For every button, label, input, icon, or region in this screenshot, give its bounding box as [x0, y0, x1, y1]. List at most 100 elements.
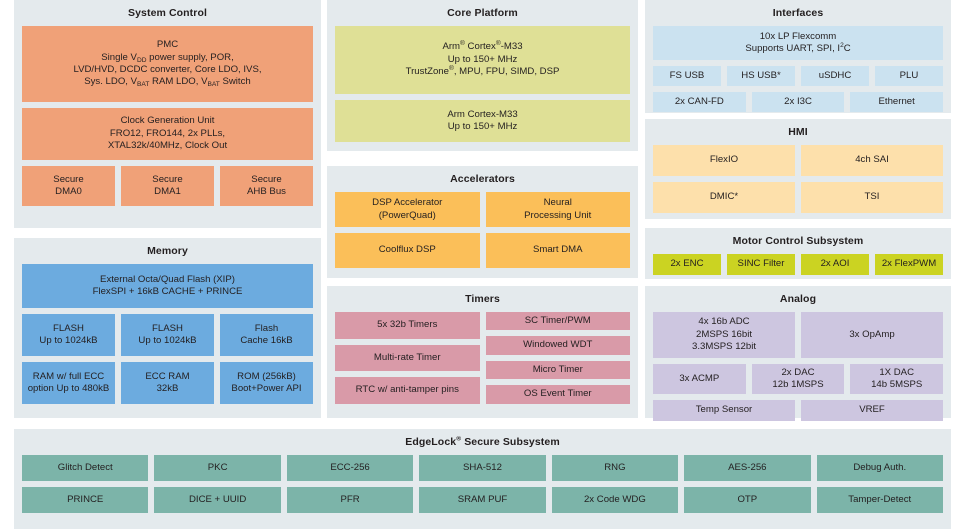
block-rtc[interactable]: RTC w/ anti-tamper pins	[335, 377, 480, 404]
i3c-label: 2x I3C	[784, 95, 812, 107]
block-clock-generation-unit[interactable]: Clock Generation Unit FRO12, FRO144, 2x …	[22, 108, 313, 160]
block-flash-2[interactable]: FLASH Up to 1024kB	[121, 314, 214, 356]
usdhc-label: uSDHC	[818, 69, 852, 81]
block-aes-256[interactable]: AES-256	[684, 455, 811, 481]
block-flexio[interactable]: FlexIO	[653, 145, 795, 176]
ecc-ram-line-2: 32kB	[156, 383, 179, 394]
block-sha-512[interactable]: SHA-512	[419, 455, 546, 481]
panel-motor-control-subsystem: Motor Control Subsystem 2x ENC SINC Filt…	[645, 228, 951, 279]
block-dsp-accelerator[interactable]: DSP Accelerator (PowerQuad)	[335, 192, 480, 227]
block-micro-timer[interactable]: Micro Timer	[485, 360, 630, 380]
dac1-line-1: 1X DAC	[879, 366, 914, 378]
panel-accelerators: Accelerators DSP Accelerator (PowerQuad)…	[327, 166, 638, 278]
cgu-line-2: FRO12, FRO144, 2x PLLs,	[109, 127, 226, 139]
block-32b-timers[interactable]: 5x 32b Timers	[335, 312, 480, 339]
block-2x-code-wdg[interactable]: 2x Code WDG	[551, 487, 679, 513]
block-temp-sensor[interactable]: Temp Sensor	[653, 400, 795, 421]
panel-core-platform: Core Platform Arm® Cortex®-M33 Up to 150…	[327, 0, 638, 151]
block-otp[interactable]: OTP	[684, 487, 811, 513]
opamp-label: 3x OpAmp	[849, 328, 895, 340]
block-os-event-timer[interactable]: OS Event Timer	[485, 385, 630, 404]
block-smart-dma[interactable]: Smart DMA	[485, 233, 630, 268]
block-secure-dma1[interactable]: Secure DMA1	[121, 166, 214, 206]
tsi-label: TSI	[864, 191, 880, 203]
block-plu[interactable]: PLU	[875, 66, 943, 86]
block-external-flash-xip[interactable]: External Octa/Quad Flash (XIP) FlexSPI +…	[22, 264, 313, 308]
block-usdhc[interactable]: uSDHC	[801, 66, 869, 86]
ethernet-label: Ethernet	[878, 95, 915, 107]
block-coolflux-dsp[interactable]: Coolflux DSP	[335, 233, 480, 268]
rom-line-2: Boot+Power API	[231, 383, 302, 394]
block-glitch-detect[interactable]: Glitch Detect	[22, 455, 149, 481]
block-rng[interactable]: RNG	[551, 455, 679, 481]
block-4ch-sai[interactable]: 4ch SAI	[801, 145, 943, 176]
block-vref[interactable]: VREF	[801, 400, 943, 421]
core1-line-3: TrustZone®, MPU, FPU, SIMD, DSP	[405, 65, 560, 78]
block-3x-opamp[interactable]: 3x OpAmp	[801, 312, 943, 358]
block-2x-enc[interactable]: 2x ENC	[653, 254, 721, 275]
dac2-line-1: 2x DAC	[781, 366, 815, 378]
block-rom[interactable]: ROM (256kB) Boot+Power API	[220, 362, 313, 404]
block-ecc-ram[interactable]: ECC RAM 32kB	[121, 362, 214, 404]
block-windowed-wdt[interactable]: Windowed WDT	[485, 336, 630, 355]
block-hs-usb[interactable]: HS USB*	[727, 66, 795, 86]
block-secure-ahb-bus[interactable]: Secure AHB Bus	[220, 166, 313, 206]
block-pkc[interactable]: PKC	[154, 455, 281, 481]
block-dice-uuid[interactable]: DICE + UUID	[154, 487, 281, 513]
block-neural-processing-unit[interactable]: Neural Processing Unit	[485, 192, 630, 227]
pfr-label: PFR	[340, 493, 360, 505]
block-pfr[interactable]: PFR	[286, 487, 414, 513]
adc-line-2: 2MSPS 16bit	[696, 328, 752, 340]
panel-title-timers: Timers	[465, 293, 500, 305]
block-fs-usb[interactable]: FS USB	[653, 66, 721, 86]
panel-title-interfaces: Interfaces	[772, 7, 824, 19]
block-ethernet[interactable]: Ethernet	[850, 92, 944, 112]
block-secure-dma0[interactable]: Secure DMA0	[22, 166, 115, 206]
block-multi-rate-timer[interactable]: Multi-rate Timer	[335, 344, 480, 372]
timers-right-2-label: Micro Timer	[532, 363, 583, 375]
panel-edgelock-secure-subsystem: EdgeLock® Secure Subsystem Glitch Detect…	[14, 429, 951, 529]
panel-timers: Timers 5x 32b Timers Multi-rate Timer RT…	[327, 286, 638, 418]
panel-hmi: HMI FlexIO 4ch SAI DMIC* TSI	[645, 119, 951, 219]
block-2x-flexpwm[interactable]: 2x FlexPWM	[875, 254, 943, 275]
block-flash-1[interactable]: FLASH Up to 1024kB	[22, 314, 115, 356]
npu-line-2: Processing Unit	[524, 209, 592, 221]
block-dmic[interactable]: DMIC*	[653, 182, 795, 213]
block-cortex-m33-secondary[interactable]: Arm Cortex-M33 Up to 150+ MHz	[335, 100, 630, 142]
block-3x-acmp[interactable]: 3x ACMP	[653, 364, 746, 394]
block-2x-dac[interactable]: 2x DAC 12b 1MSPS	[751, 364, 845, 394]
block-16b-adc[interactable]: 4x 16b ADC 2MSPS 16bit 3.3MSPS 12bit	[653, 312, 795, 358]
flexcomm-line-2: Supports UART, SPI, I2C	[745, 41, 851, 54]
secure-dma1-line-2: DMA1	[154, 186, 181, 197]
flash-2-line-2: Up to 1024kB	[138, 335, 197, 346]
block-pmc[interactable]: PMC Single VDD power supply, POR, LVD/HV…	[22, 26, 313, 102]
block-ecc-256[interactable]: ECC-256	[286, 455, 414, 481]
block-cortex-m33-primary[interactable]: Arm® Cortex®-M33 Up to 150+ MHz TrustZon…	[335, 26, 630, 94]
block-1x-dac[interactable]: 1X DAC 14b 5MSPS	[850, 364, 944, 394]
panel-title-analog: Analog	[779, 293, 817, 305]
block-sinc-filter[interactable]: SINC Filter	[727, 254, 795, 275]
block-i3c[interactable]: 2x I3C	[751, 92, 845, 112]
block-ram-ecc[interactable]: RAM w/ full ECC option Up to 480kB	[22, 362, 115, 404]
block-debug-auth[interactable]: Debug Auth.	[816, 455, 943, 481]
smart-dma-label: Smart DMA	[532, 244, 583, 256]
block-sram-puf[interactable]: SRAM PUF	[419, 487, 546, 513]
block-tsi[interactable]: TSI	[801, 182, 943, 213]
hs-usb-label: HS USB*	[741, 69, 781, 81]
block-prince[interactable]: PRINCE	[22, 487, 149, 513]
pkc-label: PKC	[207, 461, 228, 473]
aes-256-label: AES-256	[728, 461, 767, 473]
pmc-line-4: Sys. LDO, VBAT RAM LDO, VBAT Switch	[84, 76, 251, 89]
block-sc-timer-pwm[interactable]: SC Timer/PWM	[485, 312, 630, 331]
block-tamper-detect[interactable]: Tamper-Detect	[816, 487, 943, 513]
flash-1-line-1: FLASH	[53, 322, 84, 334]
ram-ecc-line-2: option Up to 480kB	[27, 383, 110, 394]
block-can-fd[interactable]: 2x CAN-FD	[653, 92, 746, 112]
dice-uuid-label: DICE + UUID	[188, 493, 247, 505]
can-fd-label: 2x CAN-FD	[674, 95, 724, 107]
block-2x-aoi[interactable]: 2x AOI	[801, 254, 869, 275]
block-lp-flexcomm[interactable]: 10x LP Flexcomm Supports UART, SPI, I2C	[653, 26, 943, 60]
block-flash-cache[interactable]: Flash Cache 16kB	[220, 314, 313, 356]
flash-2-line-1: FLASH	[152, 322, 183, 334]
